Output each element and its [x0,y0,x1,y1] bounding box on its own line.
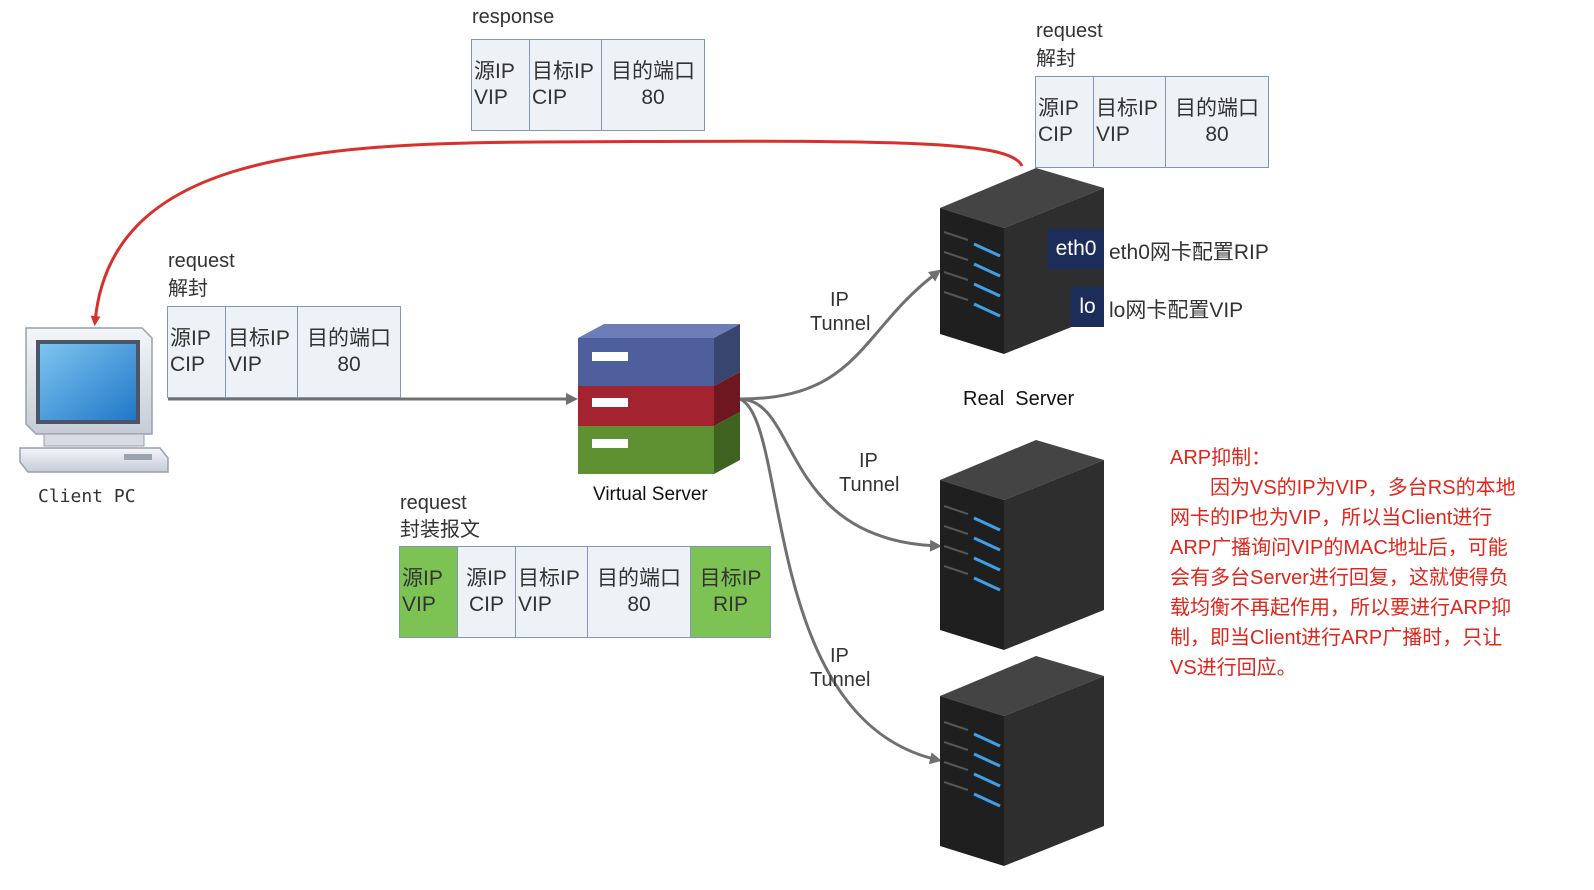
note-line: 会有多台Server进行回复，这就使得负 [1170,567,1509,589]
cell-value: 80 [641,86,665,109]
tunnel-arrow-2 [739,397,942,552]
cell-header: 目标IP [532,60,594,83]
tunnel-label-3-tunnel: Tunnel [810,669,871,691]
eth0-description: eth0网卡配置RIP [1109,241,1269,264]
packet-cell-port: 目的端口 80 [1166,77,1268,167]
cell-value: VIP [402,593,436,616]
rs-decap-label: 解封 [1036,48,1076,70]
encap-request-label: request [400,492,467,514]
note-line: 载均衡不再起作用，所以要进行ARP抑 [1170,597,1512,619]
packet-cell-outer-src: 源IP VIP [400,547,458,637]
packet-cell-dst: 目标IP VIP [516,547,588,637]
packet-cell-dst: 目标IP CIP [530,40,602,130]
virtual-server-label: Virtual Server [593,484,708,505]
cell-value: RIP [712,593,748,616]
arp-suppression-note: ARP抑制： 因为VS的IP为VIP，多台RS的本地 网卡的IP也为VIP，所以… [1170,443,1555,683]
cell-value: VIP [474,86,508,109]
lo-description: lo网卡配置VIP [1109,299,1244,322]
cell-header: 源IP [474,60,515,83]
note-line: 因为VS的IP为VIP，多台RS的本地 [1170,477,1516,499]
note-title: ARP抑制： [1170,447,1272,469]
cell-value: 80 [627,593,651,616]
cell-header: 源IP [170,327,211,350]
note-line: 网卡的IP也为VIP，所以当Client进行 [1170,507,1493,529]
rs-request-packet: 源IP CIP 目标IP VIP 目的端口 80 [1035,76,1269,168]
response-arrow [90,139,1024,326]
cell-header: 目的端口 [307,327,391,350]
tunnel-label-2-tunnel: Tunnel [839,474,900,496]
cell-value: VIP [1096,123,1130,146]
rs-request-label: request [1036,20,1103,42]
packet-cell-dst: 目标IP VIP [226,307,298,397]
note-line: 制，即当Client进行ARP广播时，只让 [1170,627,1503,649]
cell-header: 目标IP [1096,97,1158,120]
eth0-tag: eth0 [1048,229,1104,269]
packet-cell-outer-dst: 目标IP RIP [691,547,770,637]
client-request-label: request [168,250,235,272]
client-pc-label: Client PC [38,486,136,507]
tunnel-arrow-3 [739,397,942,765]
real-server-icon-2 [940,440,1104,650]
tunnel-label-1-ip: IP [830,289,849,311]
cell-header: 源IP [466,567,507,590]
real-server-label: Real Server [963,388,1075,410]
cell-header: 目的端口 [1175,97,1259,120]
encap-packet: 源IP VIP 源IP CIP 目标IP VIP 目的端口 80 目标IP RI… [399,546,771,638]
packet-cell-src: 源IP VIP [472,40,530,130]
response-label: response [472,6,555,28]
cell-value: VIP [228,353,262,376]
tunnel-arrow-1 [739,269,942,401]
packet-cell-src: 源IP CIP [168,307,226,397]
lo-tag: lo [1071,287,1104,327]
cell-value: VIP [518,593,552,616]
cell-value: CIP [532,86,568,109]
note-line: VS进行回应。 [1170,657,1297,679]
cell-header: 目的端口 [597,567,681,590]
packet-cell-src: 源IP CIP [1036,77,1094,167]
client-request-packet: 源IP CIP 目标IP VIP 目的端口 80 [167,306,401,398]
tunnel-label-2-ip: IP [859,450,878,472]
packet-cell-src: 源IP CIP [458,547,516,637]
tunnel-label-1-tunnel: Tunnel [810,313,871,335]
packet-cell-dst: 目标IP VIP [1094,77,1166,167]
packet-cell-port: 目的端口 80 [298,307,400,397]
cell-value: CIP [1038,123,1074,146]
cell-header: 目标IP [228,327,290,350]
response-packet: 源IP VIP 目标IP CIP 目的端口 80 [471,39,705,131]
cell-header: 目标IP [699,567,762,590]
cell-header: 目标IP [518,567,580,590]
cell-value: 80 [337,353,361,376]
cell-value: 80 [1205,123,1229,146]
cell-header: 源IP [402,567,443,590]
real-server-icon-3 [940,656,1104,866]
virtual-server-icon [578,324,740,474]
cell-header: 目的端口 [611,60,695,83]
packet-cell-port: 目的端口 80 [602,40,704,130]
client-pc-icon [19,327,169,473]
cell-header: 源IP [1038,97,1079,120]
encap-label: 封装报文 [400,519,480,541]
cell-value: CIP [170,353,206,376]
client-decap-label: 解封 [168,278,208,300]
note-line: ARP广播询问VIP的MAC地址后，可能 [1170,537,1508,559]
tunnel-label-3-ip: IP [830,645,849,667]
cell-value: CIP [468,593,504,616]
packet-cell-port: 目的端口 80 [588,547,691,637]
